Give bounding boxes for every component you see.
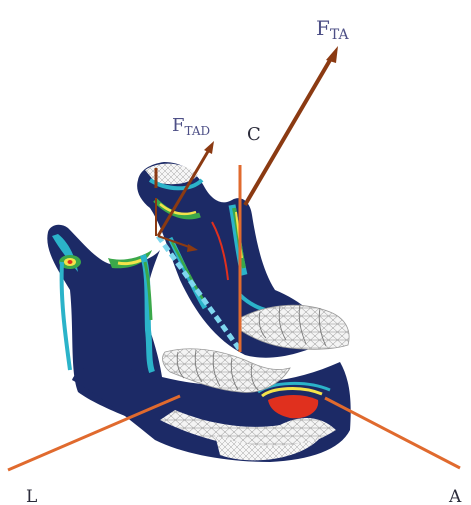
label-axis-a: A xyxy=(448,487,462,505)
force-tad-arrowhead xyxy=(204,141,214,154)
svg-text:FTAD: FTAD xyxy=(172,115,210,138)
svg-text:FTA: FTA xyxy=(316,16,349,43)
label-force-tad-base: F xyxy=(172,115,185,136)
label-force-tad-sub: TAD xyxy=(185,124,211,138)
label-force-tad: FTAD xyxy=(172,115,210,138)
label-force-ta: FTA xyxy=(316,16,349,43)
label-force-ta-sub: TA xyxy=(330,27,350,43)
label-axis-c: C xyxy=(247,124,261,145)
force-ta-arrowhead xyxy=(326,46,338,63)
label-force-ta-base: F xyxy=(316,16,330,40)
label-axis-l: L xyxy=(26,487,37,505)
